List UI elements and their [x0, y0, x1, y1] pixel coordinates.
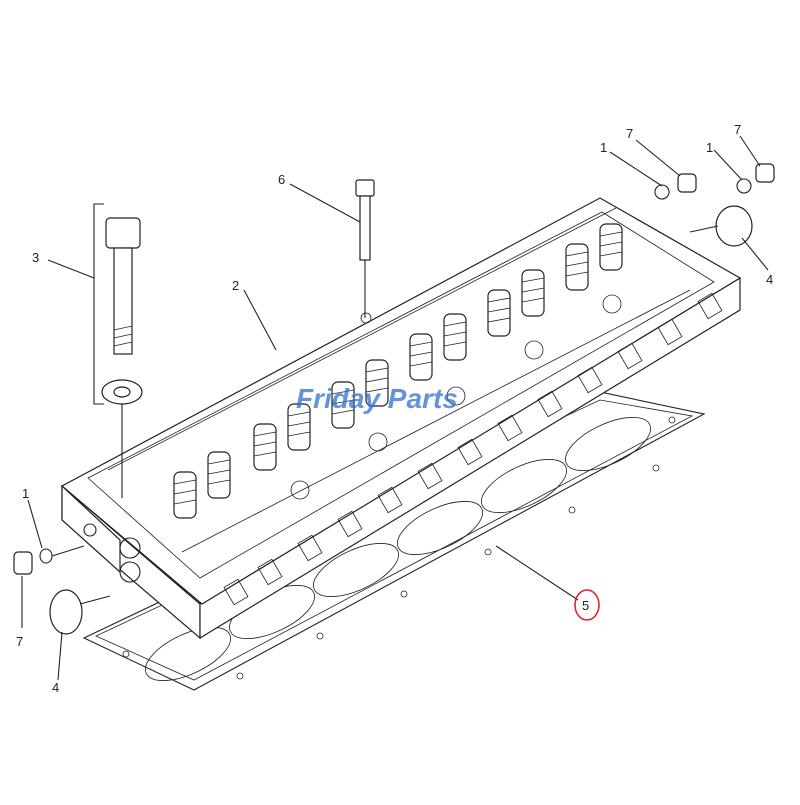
- callout-label: 1: [22, 486, 29, 501]
- watermark-logo: Friday Parts: [296, 383, 458, 414]
- valve-springs: [173, 223, 623, 519]
- expansion-plug-right: [689, 205, 753, 247]
- plug-top-b: [736, 163, 775, 194]
- callout-label: 1: [600, 140, 607, 155]
- callout-label: 7: [626, 126, 633, 141]
- callout-label: 4: [766, 272, 773, 287]
- callout-label: 7: [734, 122, 741, 137]
- highlight-ring: [574, 589, 600, 621]
- watermark-text: Friday Parts: [296, 383, 458, 414]
- callout-label: 4: [52, 680, 59, 695]
- head-bolt: [93, 203, 141, 405]
- small-bolt: [355, 179, 375, 318]
- washer: [101, 379, 143, 498]
- expansion-plug-left: [49, 589, 111, 635]
- callout-label: 1: [706, 140, 713, 155]
- callout-label: 7: [16, 634, 23, 649]
- callout-label: 6: [278, 172, 285, 187]
- callout-labels: 1 7 1 7 4 6 3 2 1 7 4 5: [16, 122, 773, 695]
- plug-top-a: [654, 173, 697, 200]
- leader-lines: [21, 135, 769, 681]
- callout-label: 5: [582, 598, 589, 613]
- callout-label: 3: [32, 250, 39, 265]
- callout-label: 2: [232, 278, 239, 293]
- cylinder-head: [60, 197, 742, 640]
- plug-left: [13, 545, 85, 575]
